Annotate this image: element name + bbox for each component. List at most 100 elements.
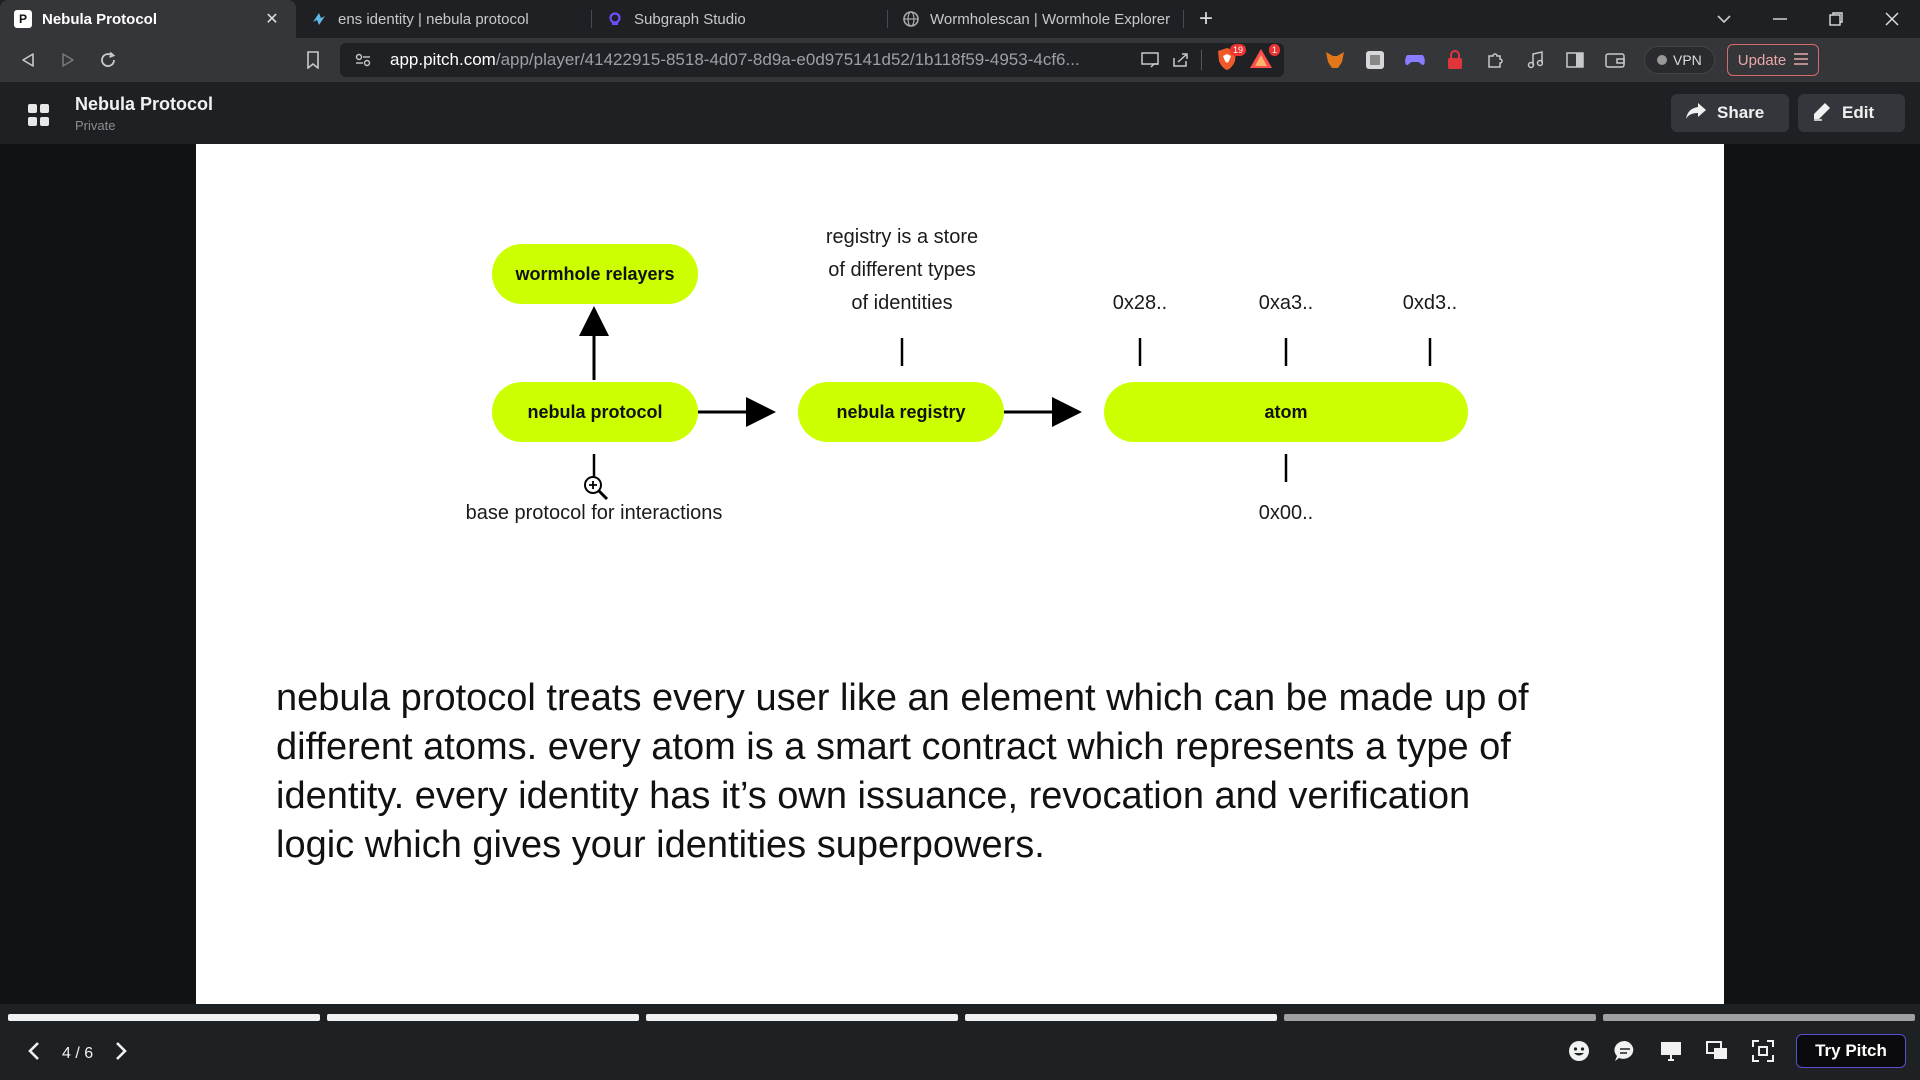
globe-favicon-icon: [902, 10, 920, 28]
brave-rewards-icon[interactable]: 1: [1248, 44, 1280, 74]
progress-segment[interactable]: [8, 1014, 320, 1021]
tab-ens-identity[interactable]: ens identity | nebula protocol: [296, 0, 592, 38]
edit-label: Edit: [1842, 103, 1875, 122]
lock-extension-icon[interactable]: [1440, 45, 1470, 75]
url-host: app.pitch.com: [390, 50, 496, 69]
url-text: app.pitch.com/app/player/41422915-8518-4…: [390, 50, 1135, 70]
update-label: Update: [1737, 51, 1787, 69]
wormhole-relayers-node: wormhole relayers: [492, 244, 698, 304]
fullscreen-icon[interactable]: [1750, 1038, 1776, 1064]
tab-title: ens identity | nebula protocol: [338, 10, 529, 28]
ens-favicon-icon: [310, 10, 328, 28]
gamepad-extension-icon[interactable]: [1400, 45, 1430, 75]
tab-subgraph-studio[interactable]: Subgraph Studio: [592, 0, 888, 38]
tab-separator: [1183, 10, 1184, 28]
forward-icon[interactable]: [48, 42, 88, 78]
share-page-icon[interactable]: [1165, 45, 1195, 75]
diagram-connectors: [579, 306, 1432, 482]
progress-segment[interactable]: [965, 1014, 1277, 1021]
progress-segment[interactable]: [327, 1014, 639, 1021]
vpn-status-icon: [1657, 55, 1667, 65]
sidebar-toggle-icon[interactable]: [1560, 45, 1590, 75]
cast-icon[interactable]: [1135, 45, 1165, 75]
atom-address-top-1: 0x28..: [1112, 292, 1168, 314]
previous-slide-icon[interactable]: [22, 1040, 46, 1068]
tab-title: Subgraph Studio: [634, 10, 746, 28]
pitch-header: Nebula Protocol Private Share Edit: [0, 82, 1920, 144]
player-footer: 4 / 6 Try Pitch: [0, 1004, 1920, 1080]
wallet-icon[interactable]: [1600, 45, 1630, 75]
graph-favicon-icon: [606, 10, 624, 28]
rewards-count-badge: 1: [1268, 44, 1280, 56]
tab-title: Wormholescan | Wormhole Explorer: [930, 10, 1170, 28]
registry-note-line-2: of different types: [828, 259, 976, 281]
page-counter: 4 / 6: [62, 1045, 94, 1062]
url-path: /app/player/41422915-8518-4d07-8d9a-e0d9…: [495, 50, 1080, 69]
base-protocol-note: base protocol for interactions: [465, 502, 723, 524]
progress-segment[interactable]: [1284, 1014, 1596, 1021]
pitch-favicon-icon: P: [14, 10, 32, 28]
atom-node: atom: [1104, 382, 1468, 442]
browser-toolbar: app.pitch.com/app/player/41422915-8518-4…: [0, 38, 1920, 82]
address-bar[interactable]: app.pitch.com/app/player/41422915-8518-4…: [340, 43, 1284, 77]
progress-segment[interactable]: [1603, 1014, 1915, 1021]
deck-title: Nebula Protocol: [75, 94, 214, 114]
next-slide-icon[interactable]: [109, 1040, 133, 1068]
registry-note-line-3: of identities: [851, 292, 953, 314]
reload-icon[interactable]: [88, 42, 128, 78]
vpn-button[interactable]: VPN: [1644, 46, 1715, 74]
browser-tab-strip: P Nebula Protocol ✕ ens identity | nebul…: [0, 0, 1920, 38]
tab-strip-spacer: [1228, 0, 1696, 38]
restore-window-icon[interactable]: [1808, 0, 1864, 38]
nebula-protocol-node: nebula protocol: [492, 382, 698, 442]
brave-shield-icon[interactable]: 19: [1214, 44, 1246, 74]
atom-address-top-2: 0xa3..: [1258, 292, 1314, 314]
site-settings-icon[interactable]: [348, 45, 378, 75]
tab-wormholescan[interactable]: Wormholescan | Wormhole Explorer: [888, 0, 1184, 38]
emoji-reaction-icon[interactable]: [1566, 1038, 1592, 1064]
edit-button[interactable]: Edit: [1798, 94, 1905, 132]
puzzle-extensions-icon[interactable]: [1480, 45, 1510, 75]
slide: wormhole relayers nebula protocol nebula…: [196, 144, 1724, 1004]
registry-note-line-1: registry is a store: [825, 226, 979, 248]
share-arrow-icon: [1685, 102, 1707, 125]
media-music-icon[interactable]: [1520, 45, 1550, 75]
hamburger-menu-icon: [1794, 52, 1809, 69]
extension-tile-icon[interactable]: [1360, 45, 1390, 75]
omnibox-divider: [1201, 50, 1202, 70]
tab-separator: [887, 10, 888, 28]
close-window-icon[interactable]: [1864, 0, 1920, 38]
vpn-label: VPN: [1673, 52, 1702, 68]
extensions-row: [1320, 45, 1630, 75]
share-label: Share: [1717, 103, 1765, 122]
metamask-fox-icon[interactable]: [1320, 45, 1350, 75]
presenter-notes-icon[interactable]: [1658, 1038, 1684, 1064]
slide-stage: wormhole relayers nebula protocol nebula…: [0, 144, 1920, 1004]
apps-grid-icon[interactable]: [28, 104, 50, 126]
pencil-icon: [1812, 101, 1832, 126]
atom-address-bottom: 0x00..: [1258, 502, 1314, 524]
try-pitch-button[interactable]: Try Pitch: [1796, 1034, 1906, 1068]
new-tab-button[interactable]: +: [1198, 5, 1213, 32]
tab-search-chevron-icon[interactable]: [1696, 0, 1752, 38]
progress-segment[interactable]: [646, 1014, 958, 1021]
page-navigation: 4 / 6: [22, 1040, 133, 1068]
shield-count-badge: 19: [1229, 44, 1246, 56]
back-icon[interactable]: [8, 42, 48, 78]
share-button[interactable]: Share: [1671, 94, 1789, 132]
atom-address-top-3: 0xd3..: [1402, 292, 1458, 314]
update-button[interactable]: Update: [1726, 44, 1820, 76]
bookmark-icon[interactable]: [298, 45, 328, 75]
zoom-in-cursor-icon: [582, 474, 610, 502]
deck-visibility: Private: [75, 118, 116, 133]
slide-body-text: nebula protocol treats every user like a…: [276, 677, 1529, 866]
nebula-registry-node: nebula registry: [798, 382, 1004, 442]
minimize-window-icon[interactable]: [1752, 0, 1808, 38]
multi-window-icon[interactable]: [1704, 1038, 1730, 1064]
close-tab-icon[interactable]: ✕: [265, 11, 279, 28]
comment-icon[interactable]: [1612, 1038, 1638, 1064]
tab-title: Nebula Protocol: [42, 10, 158, 28]
tab-nebula-protocol[interactable]: P Nebula Protocol ✕: [0, 0, 296, 38]
tab-separator: [591, 10, 592, 28]
player-actions: Try Pitch: [1566, 1034, 1906, 1068]
